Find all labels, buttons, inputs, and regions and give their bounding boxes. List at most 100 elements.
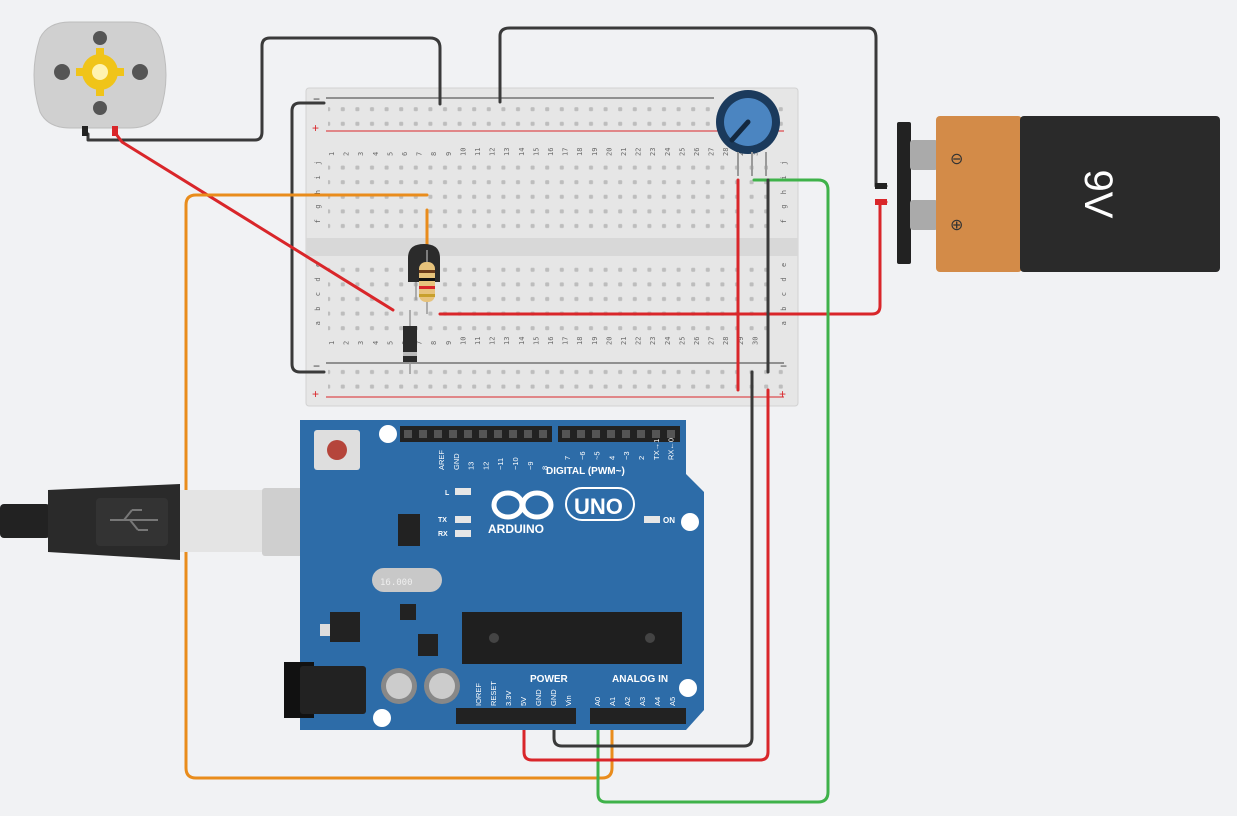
row-letter: h bbox=[314, 190, 322, 194]
power-pin-label: Vin bbox=[564, 695, 573, 706]
column-number: 19 bbox=[591, 148, 599, 156]
wire-green bbox=[596, 178, 830, 804]
column-number: 16 bbox=[547, 337, 555, 345]
column-number: 20 bbox=[605, 337, 613, 345]
column-number: 17 bbox=[562, 337, 570, 345]
row-letter: i bbox=[314, 175, 322, 179]
column-number: 2 bbox=[343, 152, 351, 156]
column-number: 12 bbox=[489, 337, 497, 345]
row-letter: h bbox=[780, 190, 788, 194]
column-number: 16 bbox=[547, 148, 555, 156]
digital-pin-label: 13 bbox=[467, 462, 476, 470]
analog-pin-label: A5 bbox=[668, 697, 677, 706]
row-letter: i bbox=[780, 175, 788, 179]
column-number: 27 bbox=[708, 337, 716, 345]
rail-plus-top: + bbox=[312, 121, 319, 135]
row-letter: a bbox=[780, 321, 788, 325]
l-led-label: L bbox=[445, 490, 450, 497]
column-number: 24 bbox=[664, 337, 672, 345]
column-number: 24 bbox=[664, 148, 672, 156]
row-letter: b bbox=[780, 307, 788, 311]
digital-pin-label: ~3 bbox=[622, 451, 631, 460]
resistor[interactable] bbox=[419, 250, 435, 314]
digital-pin-label: ~9 bbox=[526, 461, 535, 470]
analog-pin-label: A3 bbox=[638, 697, 647, 706]
row-letter: e bbox=[780, 263, 788, 267]
wire-orange bbox=[184, 193, 614, 780]
row-letter: j bbox=[314, 161, 322, 165]
arduino-logo bbox=[491, 490, 554, 520]
row-letter: f bbox=[314, 219, 322, 223]
digital-pin-label: 12 bbox=[481, 462, 490, 470]
digital-pin-label: 4 bbox=[607, 456, 616, 460]
column-number: 1 bbox=[328, 152, 336, 156]
svg-text:16.000: 16.000 bbox=[380, 578, 413, 588]
row-letter: d bbox=[314, 277, 322, 281]
power-pin-label: 5V bbox=[519, 697, 528, 706]
column-number: 8 bbox=[430, 152, 438, 156]
row-letter: d bbox=[780, 277, 788, 281]
digital-pin-label: ~6 bbox=[578, 451, 587, 460]
column-number: 2 bbox=[343, 341, 351, 345]
column-number: 22 bbox=[635, 337, 643, 345]
power-pin-label: GND bbox=[534, 689, 543, 706]
digital-pin-label: 2 bbox=[637, 456, 646, 460]
column-number: 7 bbox=[416, 152, 424, 156]
row-letter: c bbox=[314, 292, 322, 296]
column-number: 8 bbox=[430, 341, 438, 345]
reset-button[interactable] bbox=[314, 430, 360, 470]
rail-plus-bottom: + bbox=[312, 387, 319, 401]
crystal: 16.000 bbox=[372, 568, 442, 592]
column-number: 11 bbox=[474, 337, 482, 345]
column-number: 9 bbox=[445, 152, 453, 156]
rail-plus-bottom-right: + bbox=[779, 387, 786, 401]
column-number: 15 bbox=[532, 337, 540, 345]
digital-pin-label: AREF bbox=[437, 450, 446, 470]
column-number: 3 bbox=[357, 152, 365, 156]
wire-gnd-black bbox=[552, 370, 754, 748]
battery-9v[interactable]: ⊖ ⊕ 9V bbox=[875, 116, 1220, 272]
column-number: 26 bbox=[693, 148, 701, 156]
rx-led-label: RX bbox=[438, 531, 448, 538]
power-pin-label: GND bbox=[549, 689, 558, 706]
column-number: 11 bbox=[474, 148, 482, 156]
wire-rail-link-black bbox=[290, 101, 326, 374]
column-number: 25 bbox=[678, 337, 686, 345]
dc-motor-icon[interactable] bbox=[33, 21, 167, 136]
power-pin-label: IOREF bbox=[474, 683, 483, 706]
row-letter: c bbox=[780, 292, 788, 296]
column-number: 10 bbox=[459, 148, 467, 156]
column-number: 4 bbox=[372, 152, 380, 156]
digital-pin-label: ~5 bbox=[593, 451, 602, 460]
row-letter: g bbox=[780, 205, 788, 209]
column-number: 9 bbox=[445, 341, 453, 345]
digital-pin-label: ~10 bbox=[511, 457, 520, 470]
digital-pin-label: RX←0 bbox=[667, 438, 676, 460]
power-header-label: POWER bbox=[530, 674, 569, 685]
column-number: 27 bbox=[708, 148, 716, 156]
power-pin-label: 3.3V bbox=[504, 691, 513, 706]
capacitors bbox=[381, 668, 460, 704]
column-number: 21 bbox=[620, 337, 628, 345]
row-letter: b bbox=[314, 307, 322, 311]
column-number: 5 bbox=[386, 341, 394, 345]
microcontroller-chip bbox=[462, 612, 682, 664]
analog-pin-label: A1 bbox=[608, 697, 617, 706]
column-number: 26 bbox=[693, 337, 701, 345]
column-number: 10 bbox=[459, 337, 467, 345]
tx-led-label: TX bbox=[438, 517, 447, 524]
digital-header-label: DIGITAL (PWM~) bbox=[546, 466, 625, 477]
uno-model: UNO bbox=[574, 494, 623, 519]
column-number: 14 bbox=[518, 148, 526, 156]
potentiometer[interactable] bbox=[716, 90, 780, 176]
column-number: 14 bbox=[518, 337, 526, 345]
digital-pin-label: ~11 bbox=[496, 458, 505, 470]
rail-minus-bottom: − bbox=[313, 359, 320, 373]
wire-5v-red bbox=[522, 388, 770, 762]
diode[interactable] bbox=[403, 310, 417, 374]
